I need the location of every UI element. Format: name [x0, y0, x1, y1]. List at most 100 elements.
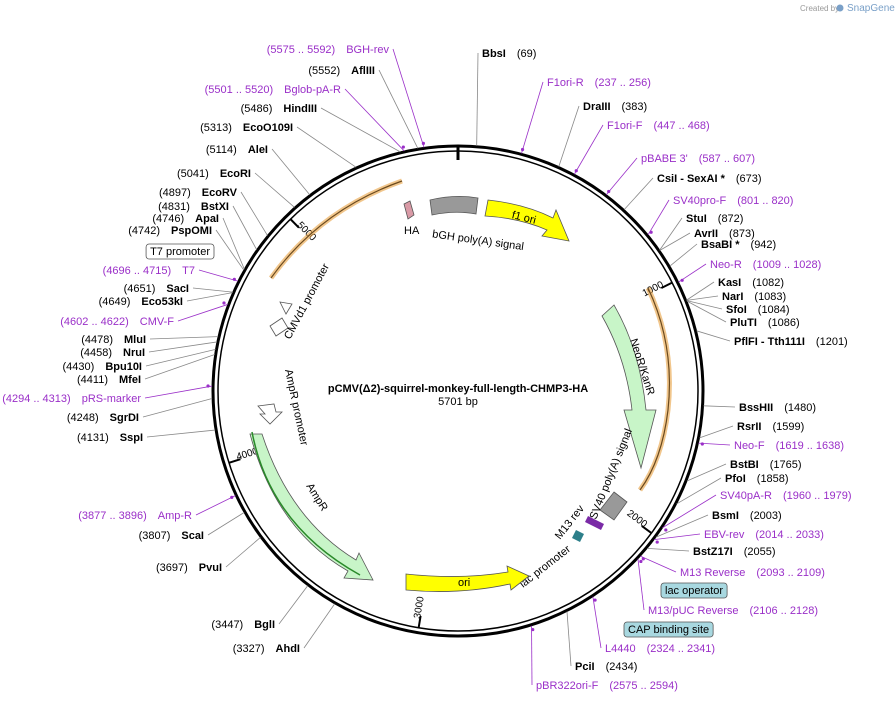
label-m13puc[interactable]: M13/pUC Reverse (2106 .. 2128) [648, 605, 818, 617]
label-bpu10i[interactable]: (4430) Bpu10I [63, 361, 142, 373]
label-avrii[interactable]: AvrII (873) [694, 228, 755, 240]
feature-bgh[interactable] [429, 196, 479, 216]
leader-bsshii [703, 405, 736, 408]
primer-mark-t7 [232, 277, 236, 281]
label-mlui[interactable]: (4478) MluI [81, 334, 146, 346]
leader-m13puc [637, 558, 645, 611]
label-pfoi[interactable]: PfoI (1858) [725, 473, 789, 485]
feature-m13rev[interactable] [585, 516, 604, 530]
tick-label-3000: 3000 [412, 595, 427, 619]
leader-hindiii [320, 107, 401, 153]
label-sv40par[interactable]: SV40pA-R (1960 .. 1979) [720, 490, 851, 502]
label-eco0109i[interactable]: (5313) EcoO109I [200, 122, 293, 134]
label-pcii[interactable]: PciI (2434) [575, 661, 637, 673]
label-eco53ki[interactable]: (4649) Eco53kI [99, 296, 183, 308]
label-bsabi[interactable]: BsaBI * (942) [701, 239, 776, 251]
label-pbr322[interactable]: pBR322ori-F (2575 .. 2594) [536, 680, 678, 692]
label-aflii[interactable]: (5552) AflIII [308, 65, 375, 77]
feature-ha[interactable] [403, 200, 415, 220]
feature-ampr[interactable] [249, 433, 374, 581]
label-mfei[interactable]: (4411) MfeI [77, 374, 141, 386]
label-saci[interactable]: (4651) SacI [124, 283, 189, 295]
label-ahdi[interactable]: (3327) AhdI [233, 643, 300, 655]
label-bglob[interactable]: (5501 .. 5520) Bglob-pA-R [205, 84, 341, 96]
tick-2000 [641, 525, 653, 534]
label-bbsi[interactable]: BbsI (69) [482, 48, 536, 60]
label-csii[interactable]: CsiI - SexAI * (673) [657, 173, 762, 185]
feature-sv40pa[interactable] [599, 491, 628, 521]
leader-sv40prof [647, 199, 670, 235]
feature-ori-label: ori [458, 577, 470, 589]
label-bsmi[interactable]: BsmI (2003) [712, 510, 782, 522]
primer-mark-m13puc [639, 559, 643, 564]
label-bstxi[interactable]: (4831) BstXI [158, 201, 229, 213]
label-sfoi[interactable]: SfoI (1084) [726, 304, 790, 316]
feature-ori[interactable] [405, 565, 530, 592]
leader-ecori [254, 172, 295, 208]
label-bsshii[interactable]: BssHII (1480) [739, 402, 816, 414]
label-sv40prof[interactable]: SV40pro-F (801 .. 820) [673, 195, 793, 207]
primer-mark-l4440 [593, 598, 597, 602]
label-pvui[interactable]: (3697) PvuI [156, 562, 222, 574]
leader-scai [207, 512, 245, 536]
label-plutI[interactable]: PluTI (1086) [730, 317, 800, 329]
leader-sfoi [686, 300, 723, 310]
tick-5000 [289, 218, 300, 229]
label-nrui[interactable]: (4458) NruI [80, 347, 145, 359]
label-ecorv[interactable]: (4897) EcoRV [159, 187, 238, 199]
label-cmvf[interactable]: (4602 .. 4622) CMV-F [60, 316, 174, 328]
label-prs[interactable]: (4294 .. 4313) pRS-marker [2, 393, 141, 405]
label-pbabe[interactable]: pBABE 3' (587 .. 607) [641, 153, 755, 165]
label-apai[interactable]: (4746) ApaI [152, 213, 219, 225]
label-neor_p[interactable]: Neo-R (1009 .. 1028) [710, 259, 821, 271]
label-bstbi[interactable]: BstBI (1765) [730, 459, 802, 471]
boxed-label-cap[interactable]: CAP binding site [628, 624, 709, 636]
feature-cmvd1[interactable] [269, 317, 289, 337]
label-neof[interactable]: Neo-F (1619 .. 1638) [734, 440, 844, 452]
boxed-label-t7prom[interactable]: T7 promoter [150, 246, 210, 258]
label-pflfi[interactable]: PflFI - Tth111I (1201) [734, 336, 848, 348]
leader-apai [222, 217, 245, 270]
label-rsrii[interactable]: RsrII (1599) [737, 421, 804, 433]
label-scai[interactable]: (3807) ScaI [139, 530, 204, 542]
label-kasi[interactable]: KasI (1082) [718, 277, 784, 289]
feature-f1-ori-label: f1 ori [511, 209, 538, 227]
feature-amprprom[interactable] [257, 403, 283, 425]
leader-eco0109i [296, 126, 357, 168]
label-ampr_p[interactable]: (3877 .. 3896) Amp-R [78, 510, 192, 522]
label-sspi[interactable]: (4131) SspI [77, 432, 143, 444]
feature-f1-ori[interactable] [484, 199, 570, 242]
label-t7[interactable]: (4696 .. 4715) T7 [103, 265, 195, 277]
leader-ahdi [303, 603, 335, 649]
leader-bbsi [476, 52, 479, 146]
feature-lac-promoter[interactable] [572, 530, 584, 542]
label-hindiii[interactable]: (5486) HindIII [241, 103, 317, 115]
label-l4440[interactable]: L4440 (2324 .. 2341) [605, 643, 715, 655]
leader-bstbi [686, 463, 727, 482]
label-f1orir[interactable]: F1ori-R (237 .. 256) [547, 77, 651, 89]
feature-ha-label: HA [404, 225, 420, 237]
leader-rsrii [699, 425, 734, 439]
label-bgli[interactable]: (3447) BglI [211, 619, 275, 631]
box-cap [623, 621, 714, 638]
label-stui[interactable]: StuI (872) [686, 213, 743, 225]
label-alei[interactable]: (5114) AleI [206, 144, 268, 156]
leader-bgli [278, 585, 308, 625]
leader-bglob [344, 88, 405, 152]
label-ebvrev[interactable]: EBV-rev (2014 .. 2033) [704, 529, 824, 541]
boxed-label-lacop[interactable]: lac operator [665, 585, 723, 597]
feature-neor[interactable] [601, 304, 657, 470]
label-m13reverse[interactable]: M13 Reverse (2093 .. 2109) [680, 567, 825, 579]
label-sgrdi[interactable]: (4248) SgrDI [67, 412, 139, 424]
primer-mark-sv40prof [649, 230, 653, 234]
tick-1000 [660, 281, 673, 289]
label-bghrev[interactable]: (5575 .. 5592) BGH-rev [267, 44, 390, 56]
label-ecori[interactable]: (5041) EcoRI [177, 168, 251, 180]
primer-mark-ebvrev [655, 540, 659, 544]
label-pspomi[interactable]: (4742) PspOMI [128, 225, 212, 237]
label-bstz17i[interactable]: BstZ17I (2055) [693, 546, 776, 558]
label-nari[interactable]: NarI (1083) [722, 291, 786, 303]
label-draiii[interactable]: DraIII (383) [583, 101, 647, 113]
leader-mlui [149, 336, 219, 340]
label-f1orif[interactable]: F1ori-F (447 .. 468) [607, 120, 710, 132]
